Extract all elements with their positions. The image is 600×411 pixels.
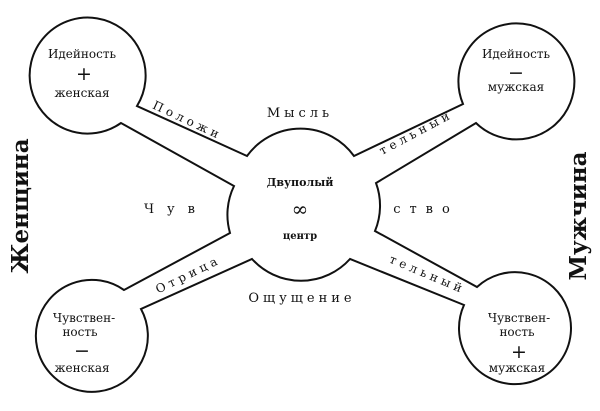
infinity-symbol: ∞ (292, 197, 309, 221)
corner-top-left-line1: Идейность (48, 47, 117, 61)
corner-top-right: Идейность − мужская (482, 47, 551, 94)
corner-top-right-line1: Идейность (482, 47, 551, 61)
corner-bottom-left-line2: ность (62, 325, 98, 339)
corner-bottom-left-line3: женская (54, 361, 109, 375)
corner-top-right-sign: − (508, 62, 524, 84)
word-thought: Мысль (267, 106, 333, 121)
corner-top-left-line2: женская (54, 86, 109, 100)
side-label-woman: Женщина (7, 138, 34, 273)
corner-bottom-right-sign: + (511, 341, 527, 363)
corner-bottom-left-sign: − (74, 340, 90, 362)
diagram-outline (28, 16, 576, 393)
corner-top-left-sign: + (76, 63, 92, 85)
corner-bottom-right-line2: ность (499, 325, 535, 339)
side-label-man: Мужчина (565, 151, 592, 280)
word-sensation: Ощущение (248, 291, 355, 306)
center-top-text: Двуполый (267, 176, 334, 189)
corner-bottom-right-line1: Чувствен- (488, 311, 550, 325)
word-feel-right: ство (393, 202, 459, 217)
corner-bottom-left-line1: Чувствен- (53, 311, 115, 325)
corner-top-right-line2: мужская (488, 80, 544, 94)
corner-bottom-right: Чувствен- ность + мужская (488, 311, 550, 375)
corner-top-left: Идейность + женская (48, 47, 117, 100)
corner-bottom-left: Чувствен- ность − женская (53, 311, 115, 375)
center-bottom-text: центр (283, 231, 317, 242)
center-circle: Двуполый ∞ центр (267, 176, 334, 242)
corner-bottom-right-line3: мужская (489, 361, 545, 375)
word-feel-left: Чув (144, 202, 208, 217)
